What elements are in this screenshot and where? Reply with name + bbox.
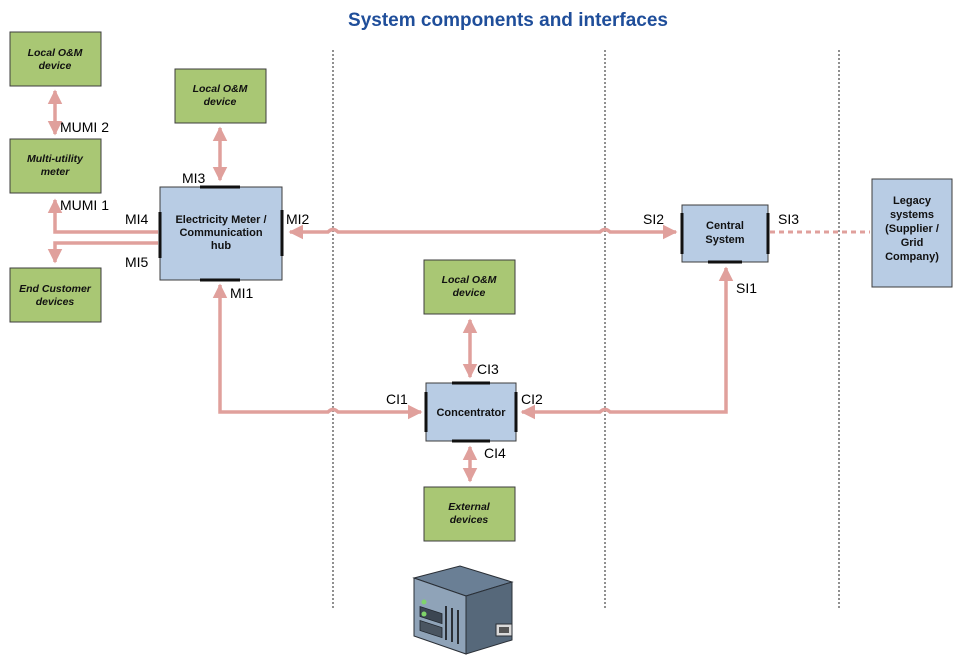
box-line: Local O&M — [193, 83, 248, 95]
box-line: systems — [890, 209, 934, 221]
label-si2: SI2 — [643, 211, 664, 227]
label-ci3: CI3 — [477, 361, 499, 377]
box-line: device — [204, 96, 237, 108]
label-ci4: CI4 — [484, 445, 506, 461]
box-line: Legacy — [893, 195, 932, 207]
concentrator: Concentrator — [424, 381, 518, 443]
label-mi1: MI1 — [230, 285, 254, 301]
box-line: meter — [41, 166, 71, 178]
box-line: Multi-utility — [27, 153, 84, 165]
box-line: Concentrator — [436, 407, 506, 419]
server-icon — [412, 565, 514, 655]
box-line: Local O&M — [442, 274, 497, 286]
label-mi4: MI4 — [125, 211, 149, 227]
box-line: device — [453, 287, 486, 299]
connector-ci2-si1 — [520, 266, 734, 420]
box-line: Communication — [179, 227, 262, 239]
box-line: devices — [450, 514, 489, 526]
box-line: Company) — [885, 251, 939, 263]
label-si3: SI3 — [778, 211, 799, 227]
label-ci1: CI1 — [386, 391, 408, 407]
connector-mi5 — [47, 241, 158, 264]
box-line: Grid — [901, 237, 924, 249]
box-line: End Customer — [19, 283, 92, 295]
label-mumi2: MUMI 2 — [60, 119, 109, 135]
box-line: External — [448, 501, 491, 513]
label-si1: SI1 — [736, 280, 757, 296]
box-line: (Supplier / — [885, 223, 939, 235]
connector-mumi1-mi4 — [47, 198, 158, 234]
box-line: System — [705, 234, 744, 246]
label-mi5: MI5 — [125, 254, 149, 270]
box-line: device — [39, 60, 72, 72]
box-line: Local O&M — [28, 47, 83, 59]
label-ci2: CI2 — [521, 391, 543, 407]
label-mi2: MI2 — [286, 211, 310, 227]
box-line: Central — [706, 220, 744, 232]
label-mi3: MI3 — [182, 170, 206, 186]
diagram-title: System components and interfaces — [348, 10, 668, 31]
label-mumi1: MUMI 1 — [60, 197, 109, 213]
connector-mi2-si2 — [288, 224, 678, 240]
box-line: hub — [211, 240, 231, 252]
box-line: Electricity Meter / — [175, 214, 266, 226]
connector-mi1-ci1 — [212, 283, 423, 420]
box-line: devices — [36, 296, 75, 308]
